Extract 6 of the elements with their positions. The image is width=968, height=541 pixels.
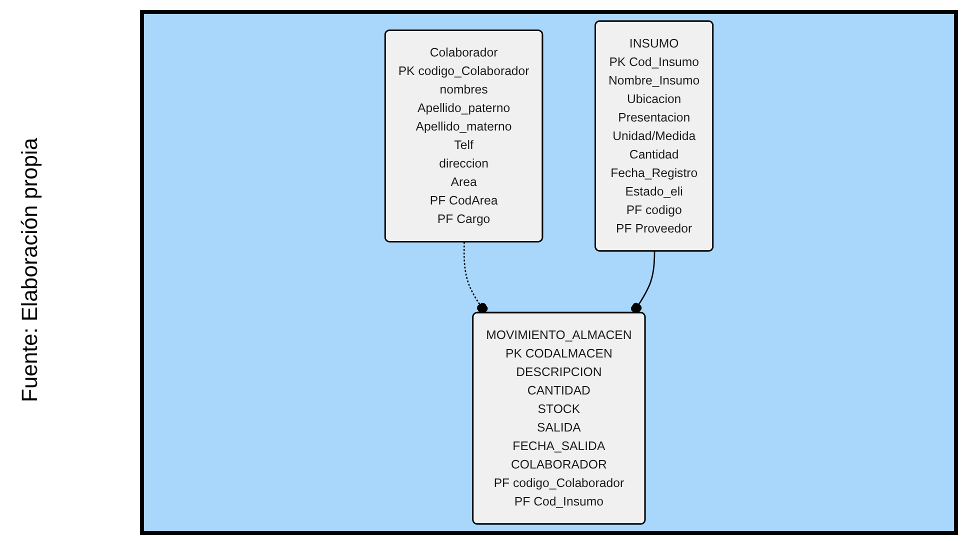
relationship-line: [463, 242, 488, 314]
entity-box: Colaborador PK codigo_Colaborador nombres Apellido_paterno Apellido_materno Telf direccion Area PF CodArea PF Cargo: [384, 30, 544, 242]
caption: Fuente: Elaboración propia: [17, 138, 43, 402]
entity-box: MOVIMIENTO_ALMACEN PK CODALMACEN DESCRIPCION CANTIDAD STOCK SALIDA FECHA_SALIDA COLABORADOR PF codigo_Colaborador PF Cod_Insumo: [472, 312, 646, 525]
relationship-line: [630, 251, 656, 314]
entity-box: INSUMO PK Cod_Insumo Nombre_Insumo Ubicacion Presentacion Unidad/Medida Cantidad Fecha_Registro Estado_eli PF codigo PF Proveedor: [594, 20, 714, 252]
